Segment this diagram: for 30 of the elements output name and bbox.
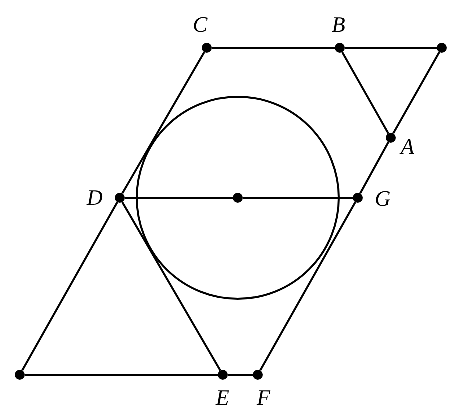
line-segment — [22, 202, 118, 372]
point-dot — [115, 193, 125, 203]
point-label: C — [193, 14, 208, 36]
point-label: F — [257, 387, 270, 409]
point-label: D — [87, 187, 103, 209]
point-label: B — [332, 14, 346, 36]
line-segment — [122, 52, 206, 194]
line-segment — [125, 197, 233, 199]
line-segment — [260, 202, 356, 372]
point-dot — [15, 370, 25, 380]
line-segment — [212, 47, 335, 49]
line-segment — [345, 47, 437, 49]
point-dot — [386, 133, 396, 143]
line-segment — [228, 374, 253, 376]
point-label: A — [401, 136, 414, 158]
line-segment — [342, 52, 390, 134]
point-label: E — [216, 387, 230, 409]
line-segment — [122, 202, 222, 372]
line-segment — [25, 374, 218, 376]
point-dot — [353, 193, 363, 203]
line-segment — [243, 197, 353, 199]
point-dot — [253, 370, 263, 380]
line-segment — [360, 142, 390, 194]
point-dot — [202, 43, 212, 53]
point-dot — [335, 43, 345, 53]
point-dot — [437, 43, 447, 53]
point-label: G — [375, 188, 391, 210]
point-dot — [218, 370, 228, 380]
point-dot — [233, 193, 243, 203]
line-segment — [392, 52, 440, 134]
